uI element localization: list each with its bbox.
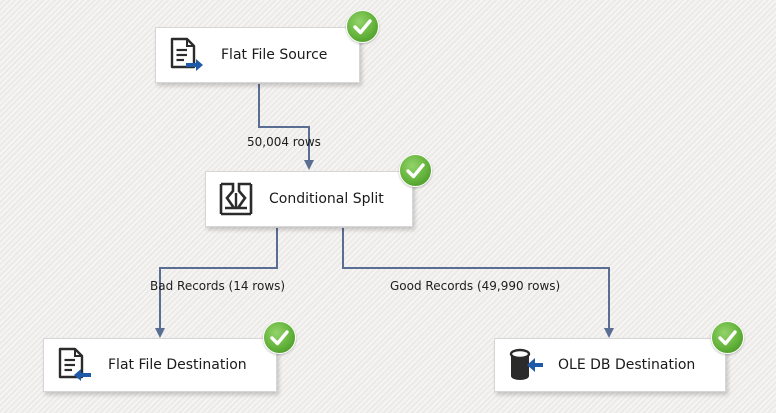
flat-file-source-success-icon [346, 10, 379, 43]
flat-file-destination-label: Flat File Destination [108, 357, 247, 373]
ole-db-destination-success-icon [711, 321, 744, 354]
flat-file-source-label: Flat File Source [221, 47, 328, 63]
ole-db-destination-component[interactable]: OLE DB Destination [494, 338, 726, 392]
conditional-split-success-icon [399, 154, 432, 187]
ole-db-destination-label: OLE DB Destination [558, 357, 696, 373]
path-label-bad-records: Bad Records (14 rows) [150, 279, 286, 293]
conditional-split-component[interactable]: Conditional Split [205, 171, 413, 227]
conditional-split-label: Conditional Split [269, 191, 384, 207]
flat-file-source-component[interactable]: Flat File Source [155, 27, 360, 83]
flat-file-destination-icon [56, 347, 92, 383]
flat-file-destination-component[interactable]: Flat File Destination [43, 338, 277, 392]
path-label-source-to-split: 50,004 rows [247, 135, 321, 149]
flat-file-destination-success-icon [263, 321, 296, 354]
path-label-good-records: Good Records (49,990 rows) [390, 279, 561, 293]
path-source-to-split[interactable] [258, 84, 314, 170]
conditional-split-icon [218, 181, 254, 217]
ole-db-destination-icon [507, 347, 543, 383]
flat-file-source-icon [168, 37, 204, 73]
